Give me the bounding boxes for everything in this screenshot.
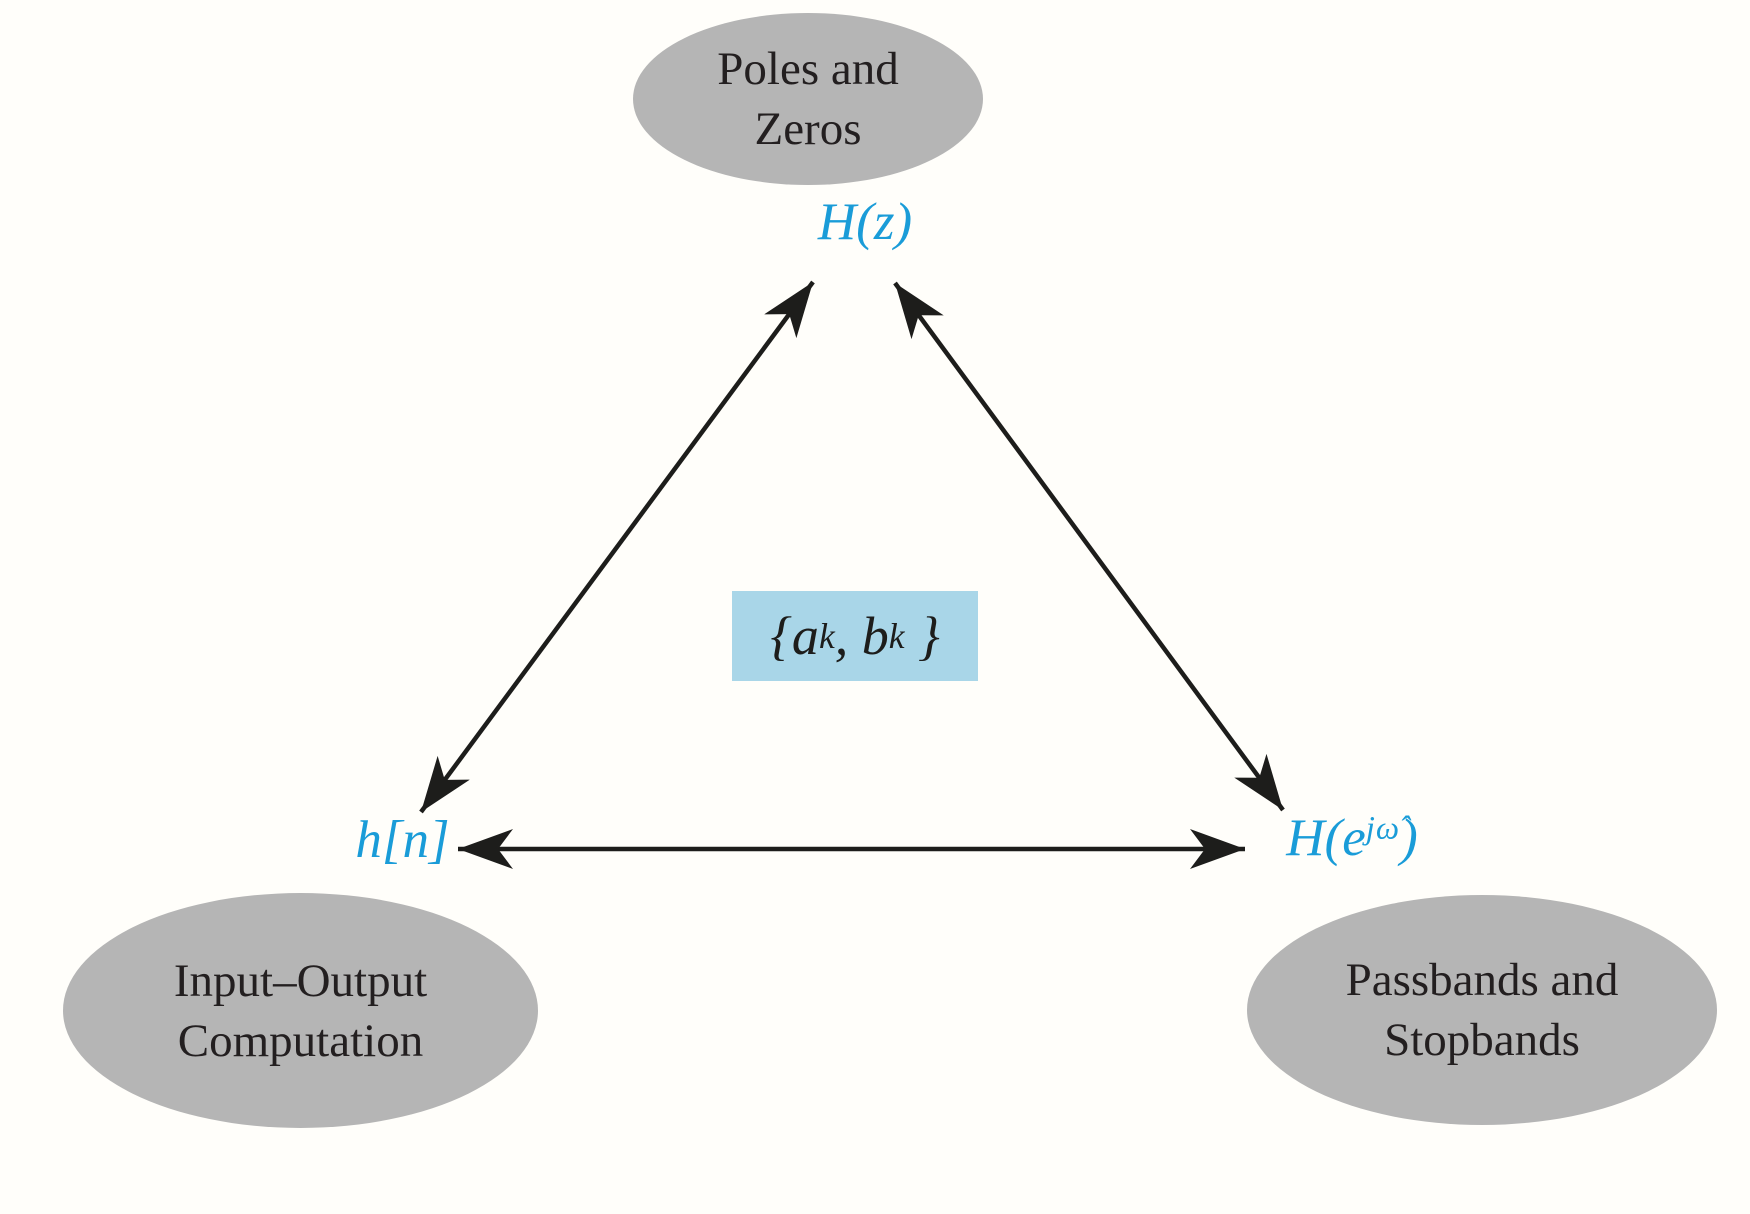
- ellipse-label-line: Stopbands: [1384, 1014, 1580, 1066]
- math-label-h-of-n: h[n]: [355, 811, 450, 869]
- math-label-h-of-e-j-omega-hat: H(ejω̂): [1252, 808, 1452, 868]
- ellipse-label-line: Zeros: [754, 103, 862, 155]
- math-close-paren: ): [1400, 809, 1418, 867]
- coeff-part: , b: [834, 606, 889, 666]
- math-superscript: jω̂: [1365, 810, 1401, 847]
- coeff-part: {a: [770, 606, 819, 666]
- arrow-hz-hejw: [893, 281, 1285, 812]
- node-passbands-stopbands: Passbands and Stopbands: [1247, 895, 1717, 1125]
- ellipse-label-line: Passbands and: [1345, 954, 1619, 1006]
- node-poles-and-zeros: Poles and Zeros: [633, 13, 983, 185]
- arrow-hz-hn: [419, 280, 815, 814]
- ellipse-label-line: Poles and: [717, 43, 899, 95]
- node-input-output-computation: Input–Output Computation: [63, 893, 538, 1128]
- math-label-h-of-z: H(z): [817, 193, 913, 251]
- ellipse-label-line: Input–Output: [173, 954, 428, 1007]
- math-base: H(e: [1286, 809, 1366, 867]
- ellipse-label-line: Computation: [177, 1014, 424, 1067]
- coeff-part: }: [904, 606, 940, 666]
